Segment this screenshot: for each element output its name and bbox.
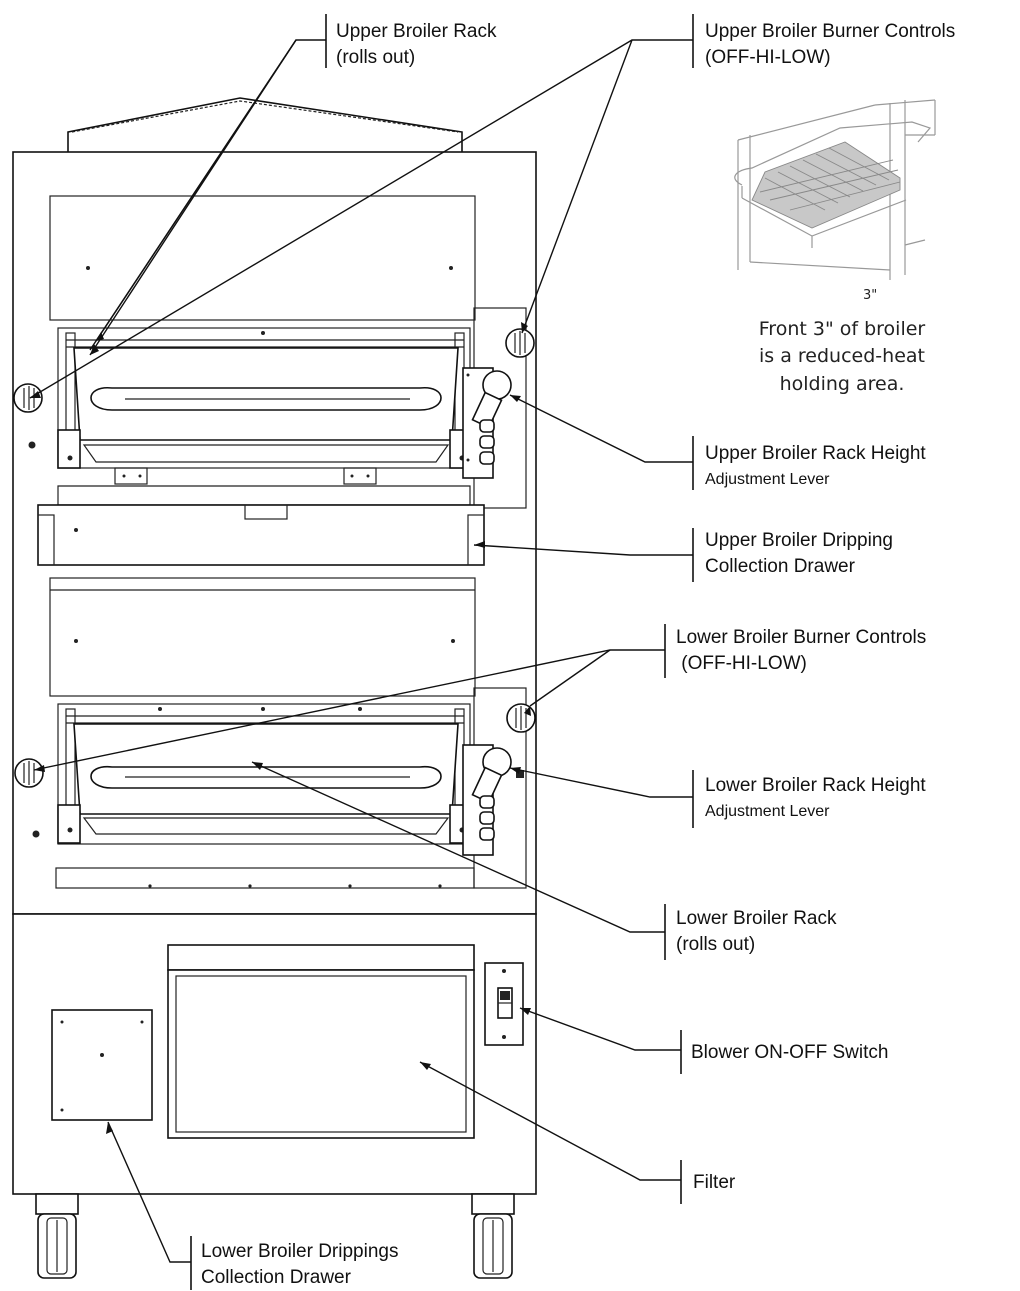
lower-right-burner-knob[interactable] xyxy=(506,703,536,733)
label-lower-height-line-2: Adjustment Lever xyxy=(705,803,830,820)
upper-left-burner-knob[interactable] xyxy=(13,383,43,413)
label-filter: Filter xyxy=(693,1172,736,1193)
label-blower-switch: Blower ON-OFF Switch xyxy=(691,1042,888,1063)
label-lower-rack-line-1: Lower Broiler Rack xyxy=(676,908,837,929)
leader-arrowheads xyxy=(30,322,531,1134)
label-lower-height-line-1: Lower Broiler Rack Height xyxy=(705,775,926,796)
label-upper-burner-line-1: Upper Broiler Burner Controls xyxy=(705,21,955,42)
label-lower-rack-line-2: (rolls out) xyxy=(676,934,755,955)
callout-labels: Upper Broiler Rack (rolls out) Upper Bro… xyxy=(201,21,955,1288)
label-upper-height-line-2: Adjustment Lever xyxy=(705,471,830,488)
right-caster xyxy=(471,1193,515,1279)
label-lower-burner-line-1: Lower Broiler Burner Controls xyxy=(676,627,926,648)
inset-caption-line-1: Front 3" of broiler xyxy=(759,318,926,340)
lower-drippings-drawer[interactable] xyxy=(51,1009,153,1121)
label-lower-burner-line-2: (OFF-HI-LOW) xyxy=(676,653,807,674)
inset-dimension-label: 3" xyxy=(863,288,877,303)
lower-left-burner-knob[interactable] xyxy=(14,758,44,788)
lower-grate-strip xyxy=(55,867,475,889)
label-upper-height-line-1: Upper Broiler Rack Height xyxy=(705,443,926,464)
broiler-cabinet xyxy=(12,97,537,1279)
reduced-heat-inset: 3" Front 3" of broiler is a reduced-heat… xyxy=(734,99,936,395)
upper-rack-handle[interactable] xyxy=(90,387,442,411)
label-upper-burner-line-2: (OFF-HI-LOW) xyxy=(705,47,831,68)
lower-top-panel xyxy=(49,577,476,697)
blower-switch-plate[interactable] xyxy=(484,962,524,1046)
top-hood xyxy=(67,97,463,152)
inset-caption-line-3: holding area. xyxy=(780,373,905,395)
label-upper-rack-line-1: Upper Broiler Rack xyxy=(336,21,497,42)
lower-rack-height-lever[interactable] xyxy=(462,744,524,856)
label-upper-rack-line-2: (rolls out) xyxy=(336,47,415,68)
inset-grate xyxy=(751,141,901,229)
left-caster xyxy=(35,1193,79,1279)
upper-right-burner-knob[interactable] xyxy=(505,328,535,358)
upper-dripping-drawer[interactable] xyxy=(37,485,485,566)
upper-broiler-rack[interactable] xyxy=(73,347,459,441)
label-upper-drawer-line-2: Collection Drawer xyxy=(705,556,856,577)
inset-caption-line-2: is a reduced-heat xyxy=(759,345,925,367)
label-ticks xyxy=(190,14,694,1290)
callout-leaders xyxy=(29,39,693,1263)
filter[interactable] xyxy=(167,944,475,1139)
upper-top-panel xyxy=(49,195,476,321)
lower-rack-handle[interactable] xyxy=(90,766,442,789)
label-upper-drawer-line-1: Upper Broiler Dripping xyxy=(705,530,893,551)
label-lower-drawer-line-2: Collection Drawer xyxy=(201,1267,352,1288)
upper-broiler-cavity xyxy=(57,327,473,485)
label-lower-drawer-line-1: Lower Broiler Drippings xyxy=(201,1241,398,1262)
upper-rack-height-lever[interactable] xyxy=(462,367,512,479)
